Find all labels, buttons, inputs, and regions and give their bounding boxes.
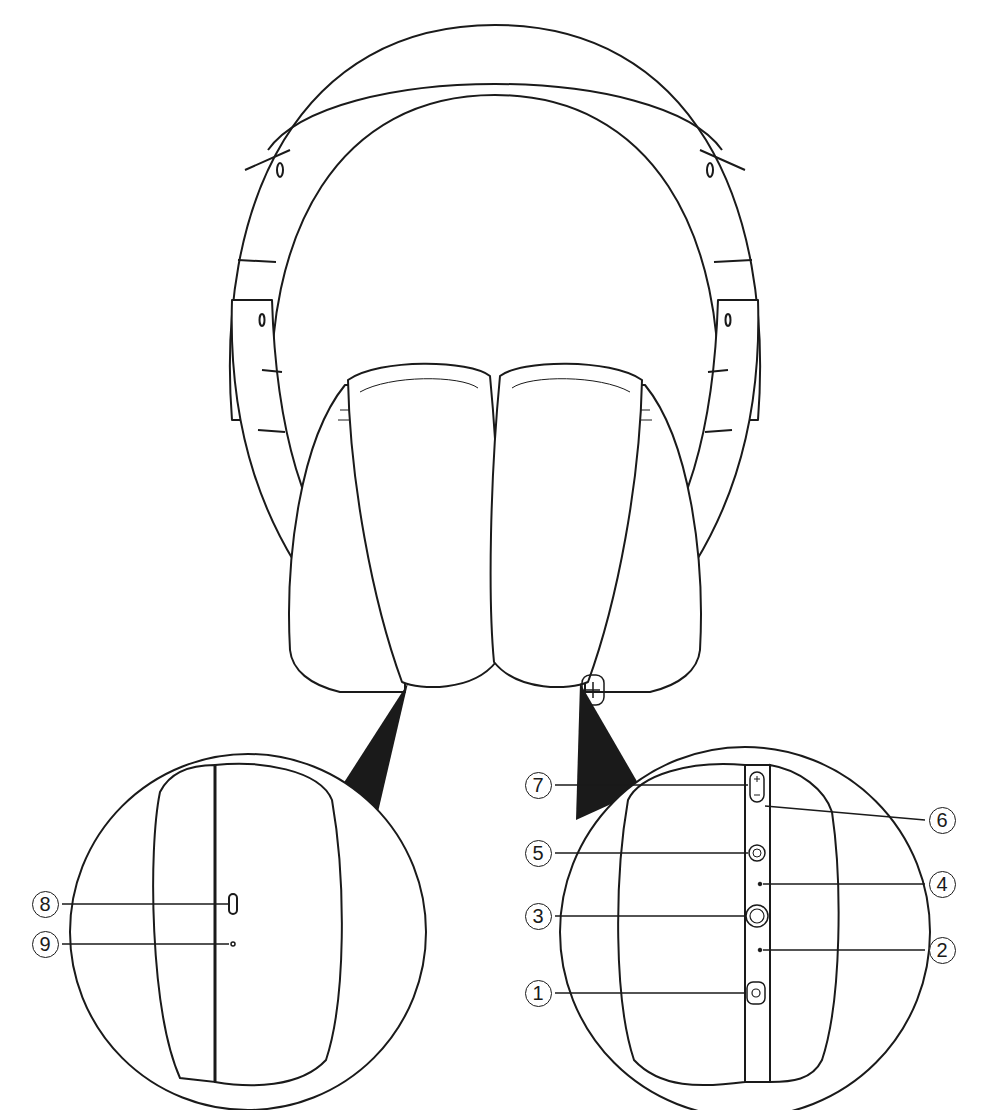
callout-number: 8 [32, 891, 59, 918]
callout-number: 5 [525, 840, 552, 867]
right-cup-detail [618, 764, 838, 1085]
callout-number: 7 [525, 772, 552, 799]
headband [230, 25, 760, 420]
callout-number: 3 [525, 903, 552, 930]
callout-number: 4 [929, 871, 956, 898]
callout-number: 2 [929, 937, 956, 964]
callout-number: 6 [929, 807, 956, 834]
ear-cup [232, 163, 500, 692]
left-cup-detail [153, 764, 342, 1085]
leader-line [62, 785, 925, 993]
callout-number: 9 [32, 931, 59, 958]
callout-number: 1 [525, 980, 552, 1007]
